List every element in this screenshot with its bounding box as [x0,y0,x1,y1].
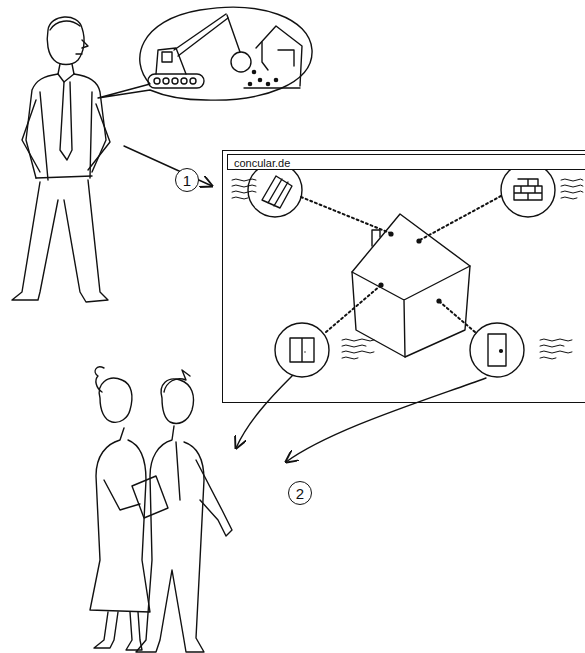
drawing-stroke [136,426,204,652]
drawing-stroke [266,82,269,85]
drawing-stroke [252,70,255,73]
drawing-stroke [500,350,503,353]
drawing-stroke [342,339,374,359]
drawing-stroke [256,26,302,86]
drawing-stroke [76,53,82,54]
drawing-stroke [248,163,302,217]
drawing-stroke [274,78,277,81]
thought-bubble [98,7,312,100]
address-bar: concular.de [227,154,585,170]
drawing-stroke [540,339,572,359]
drawing-stroke [58,64,74,74]
drawing-stroke [60,82,72,160]
drawing-stroke [290,338,314,362]
drawing-stroke [36,176,92,178]
drawing-stroke [248,82,251,85]
drawing-stroke [164,370,190,392]
drawing-stroke [196,460,232,536]
house-drawing [352,214,470,357]
drawing-stroke [326,286,380,332]
drawing-stroke [488,334,506,366]
drawing-stroke [190,78,196,84]
drawing-stroke [174,14,228,56]
drawing-stroke [231,52,251,72]
drawing-stroke [227,15,240,52]
material-icons [248,163,555,377]
drawing-stroke [372,230,380,246]
drawing-stroke [50,21,80,30]
drawing-stroke [12,182,58,300]
man-figure [12,17,110,302]
drawing-stroke [26,74,58,178]
drawing-stroke [301,197,390,233]
url-text: concular.de [234,157,290,169]
arrow [286,378,486,462]
drawing-stroke [82,40,88,48]
drawing-stroke [262,42,268,70]
callout-number: 1 [183,173,191,188]
drawing-stroke [378,282,383,287]
drawing-stroke [258,78,261,81]
drawing-stroke [470,323,524,377]
drawing-stroke [148,74,204,88]
drawing-stroke [99,378,132,422]
drawing-stroke [352,214,470,357]
drawing-stroke [40,92,92,180]
drawing-stroke [90,428,150,612]
drawing-stroke [163,78,169,84]
drawing-stroke [388,231,393,236]
drawing-stroke [232,179,256,199]
drawing-stroke [181,78,187,84]
drawing-stroke [58,74,74,82]
drawing-stroke [262,176,292,208]
callout-circle: 2 [288,481,312,505]
drawing-stroke [436,298,441,303]
drawing-stroke [162,52,172,62]
drawing-stroke [172,78,178,84]
callout-circle: 1 [175,168,199,192]
drawing-stroke [244,87,300,88]
callout-number: 2 [296,486,304,501]
text-squiggles [232,179,583,359]
drawing-stroke [98,7,312,100]
drawing-stroke [514,179,542,200]
drawing-stroke [416,238,421,243]
drawing-stroke [561,179,583,199]
drawing-stroke [95,367,104,392]
drawing-stroke [154,78,160,84]
drawing-stroke [278,50,294,66]
drawing-stroke [47,17,84,65]
drawing-stroke [275,323,329,377]
couple-figure [90,367,232,652]
drawing-stroke [420,196,501,240]
drawing-stroke [176,442,180,500]
drawing-stroke [501,163,555,217]
drawing-stroke [64,180,108,302]
drawing-stroke [156,48,186,74]
browser-window: concular.de [222,150,585,403]
dotted-leaders [301,196,501,332]
drawing-stroke [22,100,40,172]
drawing-stroke [94,612,142,650]
leader-dots [378,231,441,303]
arrow [236,376,292,448]
drawing-stroke [440,302,475,332]
